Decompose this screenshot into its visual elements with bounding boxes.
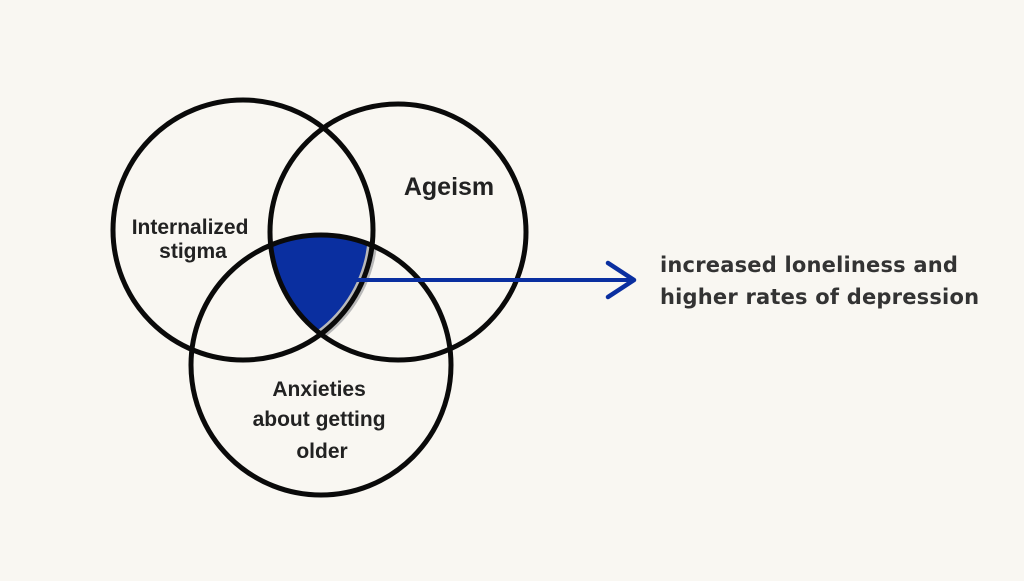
outcome-text: increased loneliness and higher rates of… xyxy=(660,249,1010,313)
outcome-line-1: increased loneliness and xyxy=(660,253,959,277)
circle-ageism xyxy=(267,101,529,363)
label-anxieties: Anxieties about getting older xyxy=(253,378,392,463)
outcome-line-2: higher rates of depression xyxy=(660,285,980,309)
circle-anxieties xyxy=(188,232,454,498)
label-internalized-stigma: Internalized stigma xyxy=(132,216,255,263)
label-ageism: Ageism xyxy=(404,173,494,201)
triple-intersection-region xyxy=(270,235,378,360)
outcome-arrow xyxy=(352,260,637,300)
circle-internalized-stigma xyxy=(110,97,376,363)
